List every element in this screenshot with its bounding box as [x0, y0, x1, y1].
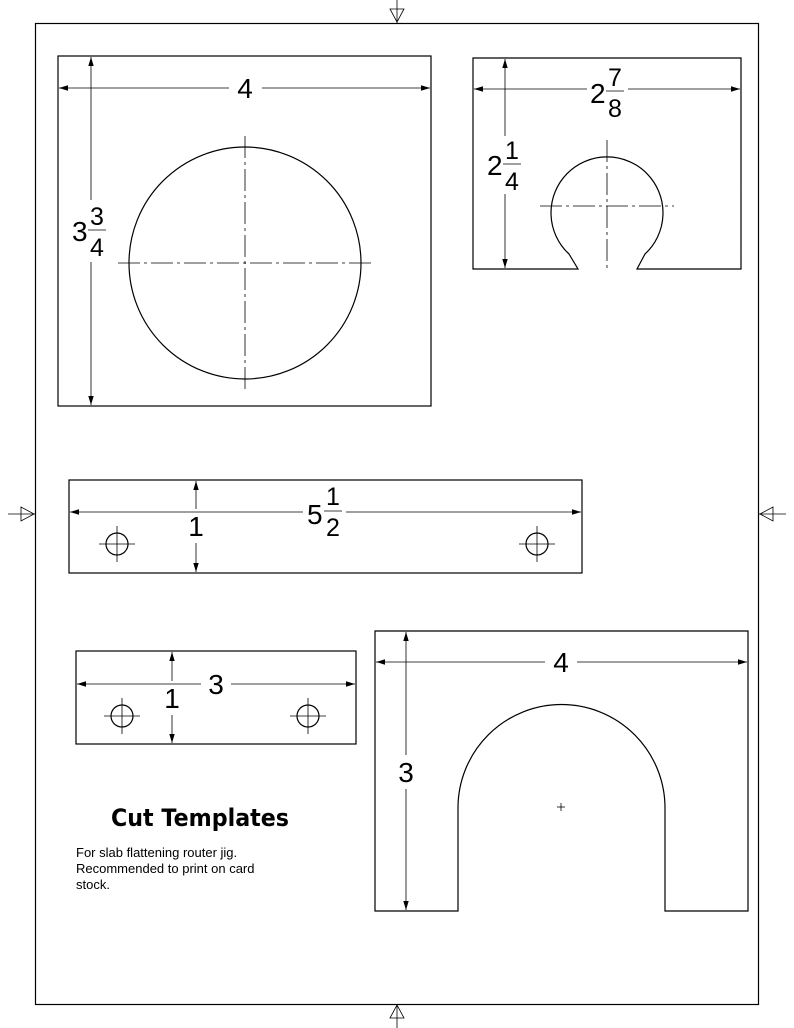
- long-bar-length-label: 5 1 2: [307, 483, 342, 542]
- short-bar-height-label: 1: [164, 683, 180, 714]
- square-plate-height-label: 3 3 4: [72, 203, 106, 262]
- svg-text:For slab flattening router jig: For slab flattening router jig.: [76, 845, 237, 860]
- slot-plate-template: 2 7 8 2 1 4: [472, 57, 742, 272]
- svg-text:4: 4: [90, 234, 104, 262]
- svg-text:4: 4: [505, 168, 519, 196]
- long-bar-template: 5 1 2 1: [68, 479, 583, 574]
- square-plate-template: 4 3 3 4: [57, 55, 432, 407]
- short-bar-template: 3 1: [75, 650, 357, 745]
- svg-text:Recommended to print on card: Recommended to print on card: [76, 861, 254, 876]
- svg-text:2: 2: [590, 78, 606, 109]
- long-bar-outline: [68, 479, 583, 574]
- long-bar-hole-right: [519, 526, 555, 562]
- svg-text:5: 5: [307, 499, 323, 530]
- slot-plate-height-label: 2 1 4: [487, 137, 521, 196]
- svg-text:1: 1: [505, 137, 519, 165]
- svg-text:2: 2: [487, 150, 503, 181]
- registration-mark-bottom: [389, 1004, 405, 1028]
- arch-plate-center-mark: [557, 803, 565, 811]
- svg-text:3: 3: [72, 216, 88, 247]
- registration-mark-left: [8, 506, 35, 522]
- page-title: Cut Templates: [111, 804, 289, 832]
- registration-mark-top: [389, 0, 405, 23]
- long-bar-hole-left: [99, 526, 135, 562]
- arch-plate-outline: [374, 630, 749, 912]
- arch-plate-template: 4 3: [374, 630, 749, 912]
- short-bar-hole-right: [290, 698, 326, 734]
- svg-text:1: 1: [326, 483, 340, 511]
- arch-plate-width-label: 4: [553, 647, 569, 678]
- registration-marks: [8, 0, 786, 1028]
- note-text: For slab flattening router jig. Recommen…: [76, 845, 254, 892]
- square-plate-outline: [57, 55, 432, 407]
- long-bar-height-label: 1: [188, 511, 204, 542]
- square-plate-width-label: 4: [237, 73, 253, 104]
- short-bar-outline: [75, 650, 357, 745]
- svg-text:2: 2: [326, 514, 340, 542]
- svg-text:8: 8: [608, 95, 622, 123]
- arch-plate-height-label: 3: [398, 757, 414, 788]
- svg-text:3: 3: [90, 203, 104, 231]
- slot-plate-width-label: 2 7 8: [590, 64, 624, 123]
- short-bar-hole-left: [104, 698, 140, 734]
- registration-mark-right: [759, 506, 786, 522]
- short-bar-length-label: 3: [208, 669, 224, 700]
- slot-plate-outline: [472, 57, 742, 270]
- svg-text:stock.: stock.: [76, 877, 110, 892]
- svg-text:7: 7: [608, 64, 622, 92]
